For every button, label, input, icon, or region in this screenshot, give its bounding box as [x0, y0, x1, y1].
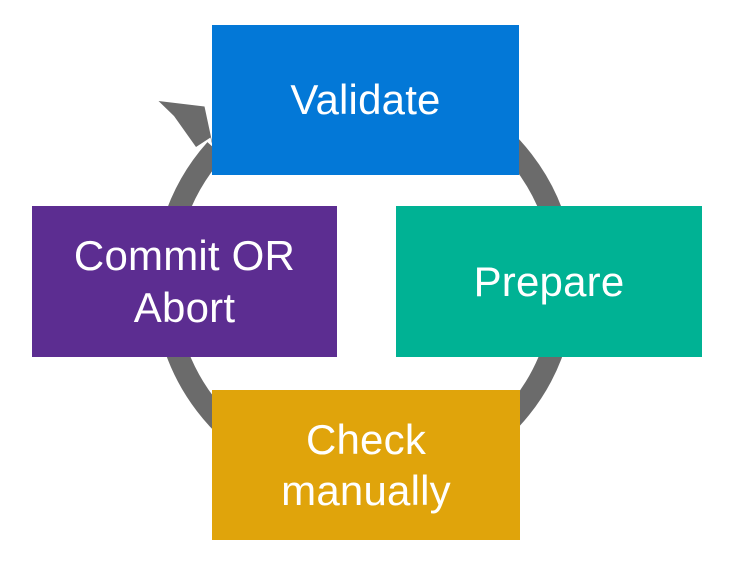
node-check-manually[interactable]: Check manually — [212, 390, 520, 540]
cycle-arrowhead-icon — [158, 101, 216, 158]
node-prepare[interactable]: Prepare — [396, 206, 702, 357]
node-validate[interactable]: Validate — [212, 25, 519, 175]
node-commit-or-abort[interactable]: Commit OR Abort — [32, 206, 337, 357]
